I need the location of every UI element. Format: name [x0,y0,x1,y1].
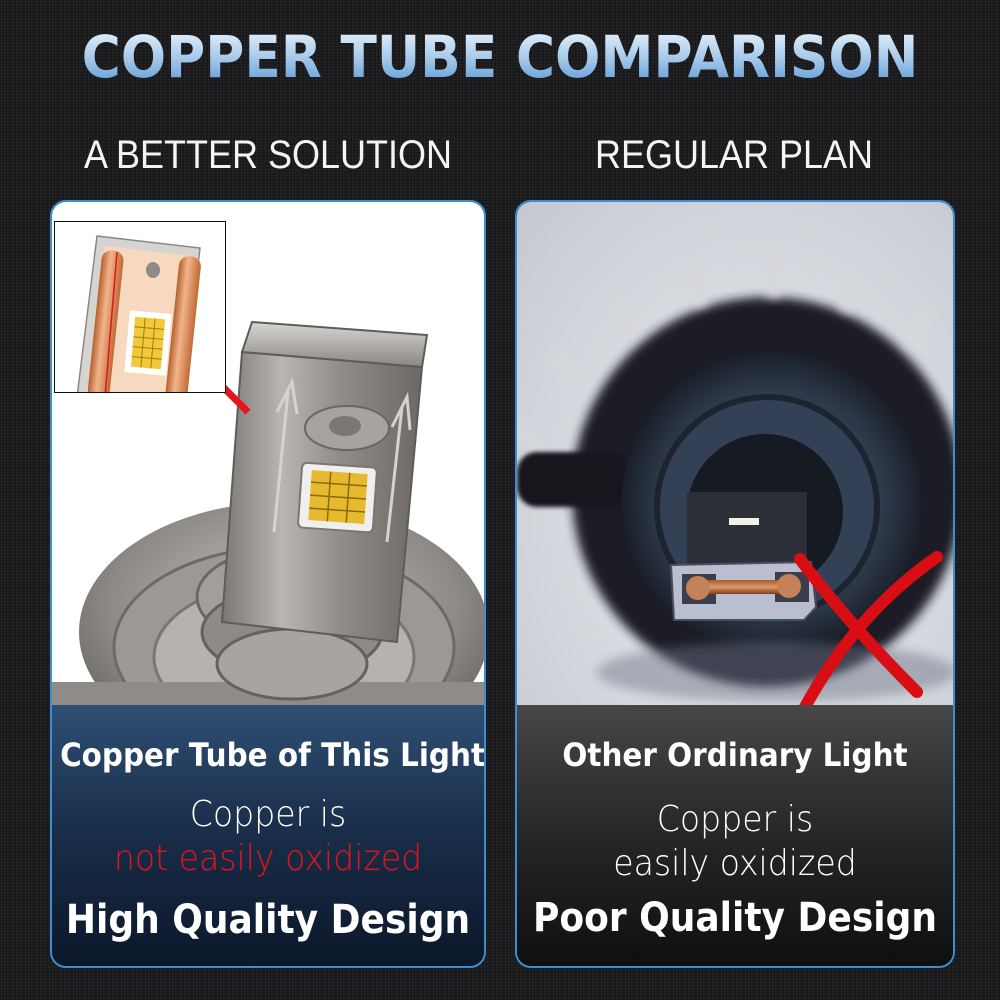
right-line-1: Copper is [656,799,814,840]
right-subtitle: REGULAR PLAN [594,133,874,177]
left-line-2-highlight: not easily oxidized [113,838,423,879]
page-title: COPPER TUBE COMPARISON [40,22,960,92]
left-subtitle: A BETTER SOLUTION [83,133,453,177]
left-line-1: Copper is [189,794,347,835]
copper-tube-closeup-illustration [76,235,201,392]
copper-tube-inset [54,221,226,393]
led-bulb-image [52,202,484,705]
right-footer: Poor Quality Design [532,895,938,941]
led-bulb-illustration [52,320,484,705]
better-solution-panel: Copper Tube of This Light Copper is not … [50,200,486,968]
red-x-icon [794,551,943,705]
ordinary-bulb-illustration [517,257,953,705]
left-footer: High Quality Design [65,897,471,943]
regular-plan-panel: Other Ordinary Light Copper is easily ox… [515,200,955,968]
regular-plan-description: Other Ordinary Light Copper is easily ox… [517,705,953,966]
right-line-2: easily oxidized [613,843,857,884]
better-solution-description: Copper Tube of This Light Copper is not … [52,705,486,966]
ordinary-bulb-image [517,202,953,705]
left-heading: Copper Tube of This Light [60,736,486,774]
right-heading: Other Ordinary Light [562,736,908,774]
